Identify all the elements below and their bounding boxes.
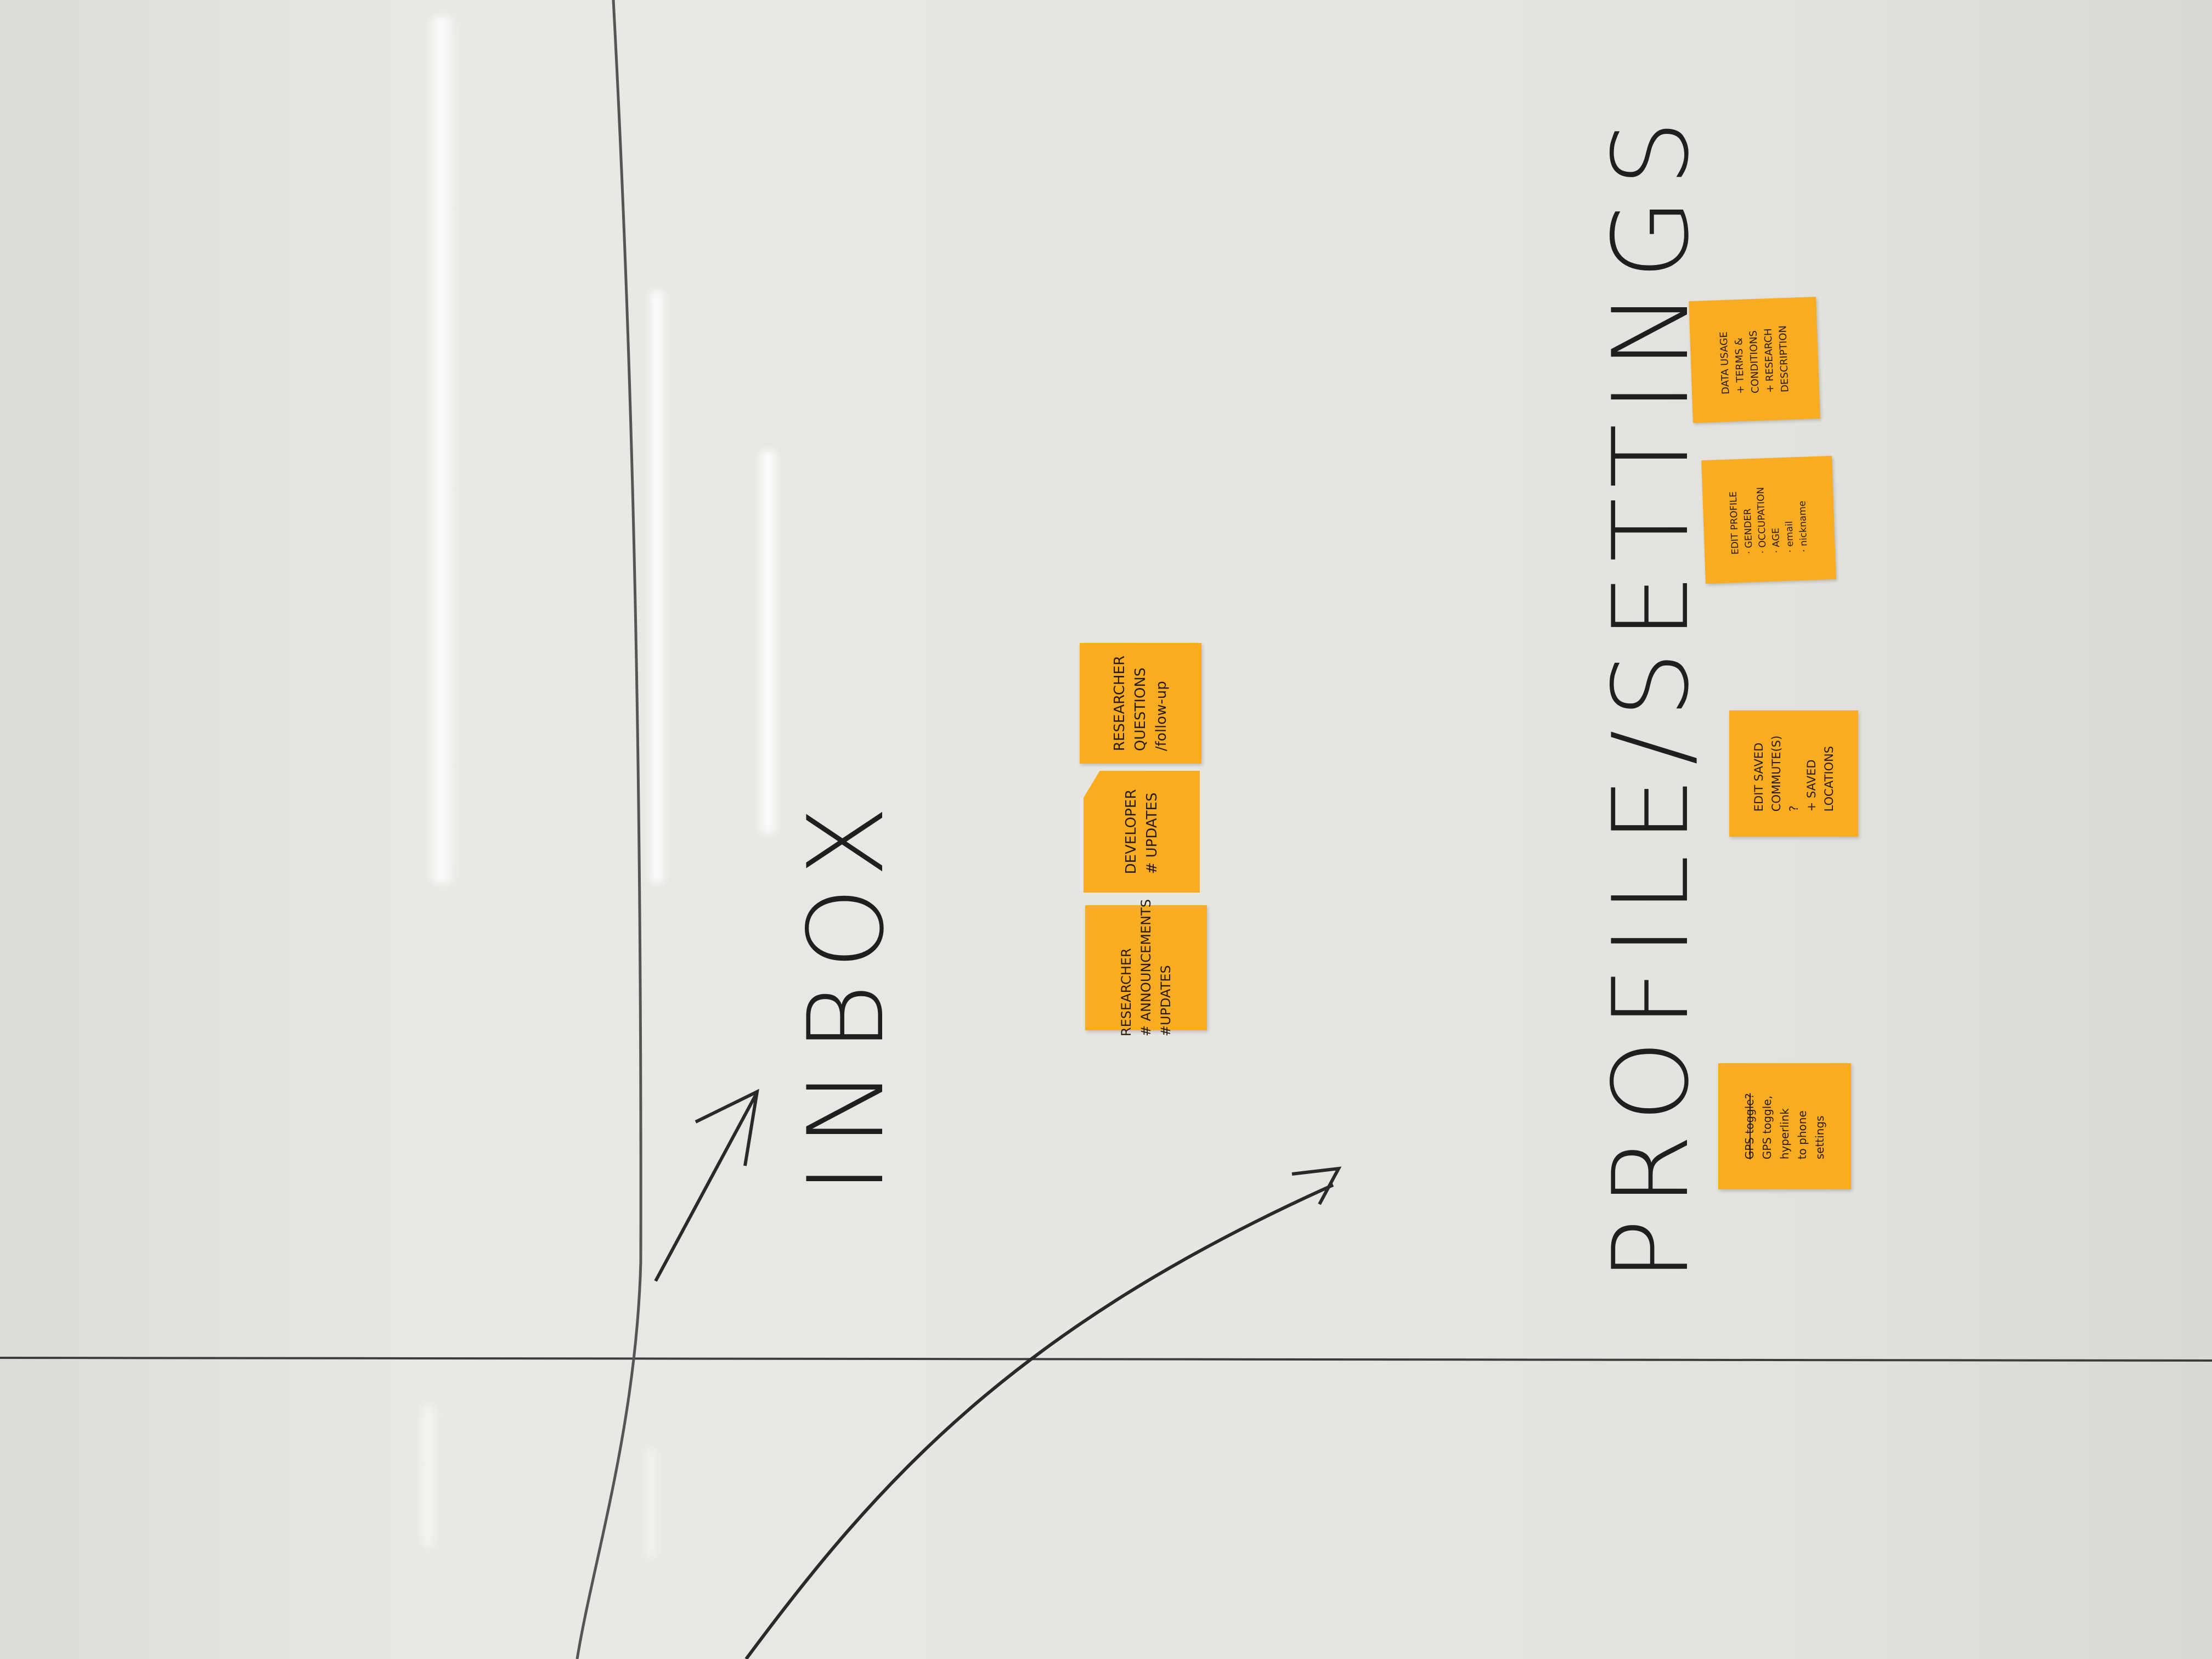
- note-line: + RESEARCH: [1762, 328, 1776, 393]
- note-line: to phone: [1796, 1110, 1809, 1160]
- note-line: CONDITIONS: [1747, 330, 1762, 394]
- marker-line: [575, 0, 642, 1659]
- profile-settings-heading: PROFILE/SETTINGS: [1590, 108, 1712, 1282]
- note-text: EDIT PROFILE · GENDER · OCCUPATION · AGE…: [1728, 485, 1810, 555]
- note-line: EDIT PROFILE: [1728, 490, 1741, 555]
- note-text: EDIT SAVED COMMUTE(S) ? + SAVED LOCATION…: [1752, 736, 1836, 812]
- note-line: · GENDER: [1742, 508, 1755, 554]
- glare-reflection: [425, 16, 458, 883]
- sticky-note-edit-saved-commutes: EDIT SAVED COMMUTE(S) ? + SAVED LOCATION…: [1729, 710, 1858, 837]
- note-line: · AGE: [1770, 527, 1782, 554]
- glare-reflection: [645, 291, 669, 883]
- note-line: ?: [1787, 805, 1801, 812]
- note-line: · nickname: [1797, 500, 1810, 552]
- note-line: · email: [1784, 520, 1796, 553]
- note-line: LOCATIONS: [1822, 746, 1836, 812]
- note-line: hyperlink: [1778, 1108, 1791, 1160]
- inbox-heading: INBOX: [786, 789, 907, 1194]
- note-text: RESEARCHER QUESTIONS /follow-up: [1111, 656, 1170, 751]
- arrow-to-inbox-head: [695, 1088, 759, 1166]
- note-line: RESEARCHER: [1119, 948, 1134, 1037]
- glare-reflection: [417, 1404, 439, 1547]
- note-line: COMMUTE(S): [1769, 735, 1783, 812]
- note-line: GPS toggle?: [1743, 1093, 1756, 1160]
- sticky-note-gps-toggle: GPS toggle? GPS toggle, hyperlink to pho…: [1718, 1063, 1851, 1189]
- note-line: settings: [1813, 1115, 1826, 1160]
- arrow-to-profile-head: [1291, 1166, 1342, 1205]
- sticky-note-edit-profile: EDIT PROFILE · GENDER · OCCUPATION · AGE…: [1701, 455, 1836, 584]
- glare-reflection: [642, 1448, 661, 1558]
- note-line: QUESTIONS: [1132, 667, 1149, 752]
- sticky-note-developer-updates: DEVELOPER # UPDATES: [1084, 771, 1200, 893]
- note-text: DATA USAGE + TERMS & CONDITIONS + RESEAR…: [1718, 325, 1791, 394]
- board-seam: [0, 1357, 2212, 1362]
- arrow-to-inbox: [654, 1093, 758, 1282]
- note-line: # ANNOUNCEMENTS: [1138, 899, 1154, 1037]
- note-line: + SAVED: [1804, 759, 1818, 812]
- note-line: · OCCUPATION: [1755, 486, 1769, 554]
- note-line: DATA USAGE: [1718, 331, 1732, 395]
- note-line: GPS toggle,: [1760, 1095, 1774, 1160]
- note-line: + TERMS &: [1733, 337, 1747, 394]
- sticky-note-researcher-announcements: RESEARCHER # ANNOUNCEMENTS #UPDATES: [1085, 899, 1207, 1036]
- note-line: /follow-up: [1153, 681, 1170, 752]
- arrow-to-profile: [744, 1183, 1334, 1659]
- note-line: # UPDATES: [1144, 792, 1160, 874]
- note-line: RESEARCHER: [1111, 655, 1128, 752]
- note-line: #UPDATES: [1158, 965, 1173, 1037]
- note-text: GPS toggle? GPS toggle, hyperlink to pho…: [1743, 1093, 1826, 1160]
- note-line: EDIT SAVED: [1752, 742, 1765, 812]
- sticky-note-data-usage: DATA USAGE + TERMS & CONDITIONS + RESEAR…: [1689, 297, 1820, 423]
- note-text: RESEARCHER # ANNOUNCEMENTS #UPDATES: [1119, 899, 1173, 1036]
- note-line: DESCRIPTION: [1777, 325, 1791, 393]
- sticky-note-researcher-questions: RESEARCHER QUESTIONS /follow-up: [1080, 643, 1201, 764]
- glare-reflection: [754, 450, 782, 834]
- note-line: DEVELOPER: [1123, 789, 1139, 874]
- note-text: DEVELOPER # UPDATES: [1123, 789, 1160, 874]
